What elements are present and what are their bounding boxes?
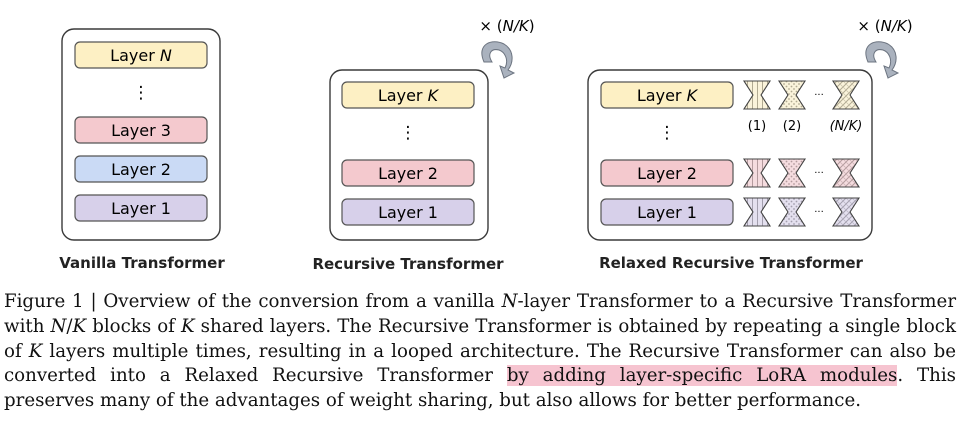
lora-module-tint: [832, 158, 860, 188]
caption-var: K: [28, 340, 43, 362]
relaxed-layer-1: [600, 198, 734, 226]
recursive-title: Recursive Transformer: [312, 255, 504, 273]
caption-text: . This preserves many of the advantages …: [4, 365, 956, 412]
relaxed-layer-1-label: Layer 1: [637, 203, 697, 222]
lora-module-tint: [743, 80, 771, 110]
recursive-repeat-label: × (N/K): [479, 17, 534, 35]
lora-row-2: ···: [743, 158, 860, 188]
vanilla-layer-3: [74, 116, 208, 144]
relaxed-layer-2: [600, 159, 734, 187]
vanilla-layer-2-label: Layer 2: [111, 160, 171, 179]
lora-ellipsis: ···: [814, 207, 824, 218]
lora-row-1: ···: [743, 197, 860, 227]
lora-row-k: ···: [743, 80, 860, 110]
caption-text: -layer Transformer to a Recursive Transf…: [4, 291, 957, 337]
recursive-layer-1: [341, 198, 475, 226]
lora-label-1: (1): [748, 119, 766, 134]
vanilla-layer-n: [74, 41, 208, 69]
lora-module-tint: [832, 197, 860, 227]
caption-highlight: by adding layer-specific LoRA modules: [506, 365, 898, 387]
relaxed-title: Relaxed Recursive Transformer: [599, 254, 863, 272]
lora-ellipsis: ···: [814, 168, 824, 179]
vanilla-layer-2: [74, 155, 208, 183]
recursive-ellipsis: ⋮: [400, 123, 417, 143]
lora-module-tint: [778, 80, 806, 110]
caption-text: Overview of the conversion from a vanill…: [96, 291, 502, 312]
recursive-layer-2-label: Layer 2: [378, 164, 438, 183]
relaxed-loop-arrow-icon: [865, 41, 900, 79]
recursive-loop-arrow-icon: [481, 41, 516, 79]
lora-module-tint: [778, 158, 806, 188]
relaxed-ellipsis: ⋮: [659, 123, 676, 143]
recursive-layer-1-label: Layer 1: [378, 203, 438, 222]
relaxed-layer-2-label: Layer 2: [637, 164, 697, 183]
lora-module-tint: [832, 80, 860, 110]
lora-module-tint: [743, 158, 771, 188]
caption-text: layers multiple times, resulting in a lo…: [4, 340, 956, 387]
figure-diagram: Layer N ⋮ Layer 3 Layer 2 Layer 1 Vanill…: [59, 17, 913, 273]
lora-label-2: (2): [783, 119, 801, 134]
recursive-layer-2: [341, 159, 475, 187]
relaxed-repeat-label: × (N/K): [857, 17, 912, 35]
vanilla-layer-1-label: Layer 1: [111, 199, 171, 218]
vanilla-layer-n-label: Layer N: [110, 46, 172, 65]
lora-module-tint: [743, 197, 771, 227]
lora-label-nk: (N/K): [830, 119, 863, 134]
vanilla-layer-1: [74, 194, 208, 222]
recursive-panel: Layer K ⋮ Layer 2 Layer 1 × (N/K) Recurs…: [312, 17, 534, 273]
caption-var: N: [50, 315, 67, 337]
caption-var: K: [72, 315, 87, 337]
caption-var: K: [180, 315, 195, 337]
lora-ellipsis: ···: [814, 90, 824, 101]
figure-label: Figure 1 |: [4, 291, 97, 312]
caption-text: /: [66, 315, 73, 337]
caption-text: blocks of: [86, 315, 181, 337]
caption-text: shared layers. The Recursive Transformer…: [4, 315, 956, 362]
relaxed-panel: Layer K ⋮ Layer 2 Layer 1 ··· (1) (2) (N…: [587, 17, 913, 272]
recursive-block: [329, 69, 489, 241]
figure-caption: Figure 1 | Overview of the conversion fr…: [4, 290, 956, 414]
vanilla-ellipsis: ⋮: [133, 83, 150, 103]
recursive-layer-k-label: Layer K: [378, 86, 440, 105]
vanilla-title: Vanilla Transformer: [59, 254, 225, 272]
caption-var: N: [501, 291, 518, 312]
vanilla-layer-3-label: Layer 3: [111, 121, 171, 140]
relaxed-layer-k: [600, 81, 734, 109]
lora-module-tint: [778, 197, 806, 227]
vanilla-panel: Layer N ⋮ Layer 3 Layer 2 Layer 1 Vanill…: [59, 28, 225, 272]
relaxed-layer-k-label: Layer K: [637, 86, 699, 105]
recursive-layer-k: [341, 81, 475, 109]
